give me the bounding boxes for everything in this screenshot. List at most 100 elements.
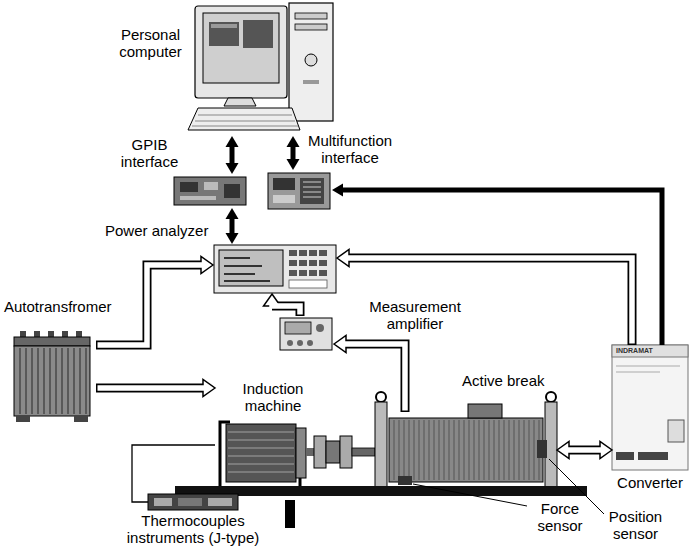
power-flow-arrow	[96, 380, 215, 397]
signal-arrow	[287, 136, 300, 170]
arrow-outline	[346, 344, 405, 412]
device-node: Personal computer	[195, 3, 335, 136]
multifunction-card	[303, 182, 321, 197]
active-brake-device	[546, 392, 556, 402]
power-analyzer-device	[299, 270, 307, 276]
autotransformer-device	[14, 331, 90, 422]
signal-arrow	[226, 136, 239, 174]
arrow-outline	[349, 258, 632, 345]
device-label: Multifunction interface	[300, 132, 400, 166]
multifunction-card	[300, 178, 324, 204]
computer-monitor	[211, 24, 237, 28]
active-brake-device	[375, 402, 387, 488]
gpib-card	[224, 184, 240, 198]
computer-keyboard	[188, 108, 300, 130]
leader-line	[413, 484, 527, 506]
active-brake-device	[468, 404, 502, 418]
active-brake-device	[394, 420, 539, 480]
power-analyzer-device	[289, 280, 327, 288]
arrow-fill	[344, 344, 405, 411]
computer-monitor	[203, 13, 279, 83]
measurement-amplifier-device	[316, 324, 324, 332]
gpib-card	[180, 182, 198, 192]
power-analyzer-device	[309, 260, 317, 266]
computer-monitor	[195, 6, 287, 106]
converter-cabinet	[638, 452, 668, 460]
computer-keyboard	[192, 115, 298, 126]
autotransformer-device	[20, 348, 86, 414]
device-label: Autotransfromer	[4, 298, 112, 315]
induction-machine-device	[228, 432, 294, 472]
gpib-card	[174, 177, 246, 205]
autotransformer-device	[14, 346, 90, 416]
induction-machine-device	[226, 424, 296, 482]
device-label: Thermocouples instruments (J-type)	[118, 512, 268, 546]
measurement-amplifier-device	[297, 340, 303, 346]
computer-tower	[295, 24, 327, 30]
arrow-shaft	[230, 146, 235, 164]
active-brake-device	[376, 392, 386, 402]
device-node: Active break	[375, 412, 557, 492]
computer-monitor	[195, 6, 287, 98]
computer-tower	[305, 54, 317, 66]
converter-cabinet	[612, 345, 688, 470]
computer-tower	[289, 3, 333, 121]
signal-arrow	[226, 208, 239, 244]
arrow-head	[226, 136, 239, 147]
autotransformer-device	[74, 416, 88, 422]
arrow-fill	[272, 304, 300, 315]
induction-machine-device	[296, 428, 306, 478]
signal-arrow	[332, 184, 662, 346]
thermocouple-board	[285, 500, 295, 528]
power-analyzer-device	[299, 250, 307, 256]
multifunction-card	[273, 195, 295, 203]
gpib-card	[204, 182, 218, 190]
converter-cabinet	[612, 345, 688, 357]
computer-monitor	[209, 22, 239, 46]
arrow-head	[287, 159, 300, 170]
device-node: Multifunction interface	[266, 170, 332, 212]
active-brake-device	[398, 476, 412, 485]
induction-machine-device	[220, 422, 300, 486]
power-analyzer-device	[289, 250, 297, 256]
arrow-head	[226, 208, 239, 219]
power-analyzer-device	[214, 245, 336, 293]
thermocouple-board	[178, 498, 202, 506]
power-flow-arrow	[557, 442, 612, 459]
power-flow-arrow	[337, 250, 632, 346]
measurement-amplifier-device	[307, 340, 313, 346]
gpib-card	[180, 196, 216, 200]
power-analyzer-device	[224, 258, 270, 281]
measurement-amplifier-device	[280, 318, 332, 350]
arrow-shaft	[230, 218, 235, 234]
computer-monitor	[243, 20, 273, 48]
gpib-card	[174, 177, 246, 205]
device-label: GPIB interface	[112, 136, 187, 170]
computer-tower	[295, 13, 327, 19]
arrow-fill	[98, 385, 206, 391]
induction-machine-device	[220, 422, 314, 486]
device-node: Converter	[612, 345, 688, 470]
arrow-head	[226, 163, 239, 174]
power-flow-arrow	[334, 336, 405, 413]
thermocouple-wire	[132, 445, 215, 502]
device-label: Induction machine	[234, 380, 312, 414]
measurement-amplifier-device	[285, 322, 311, 334]
power-analyzer-device	[309, 270, 317, 276]
arrow-head	[226, 233, 239, 244]
device-node: Measurement amplifier	[278, 316, 334, 352]
device-label: Power analyzer	[105, 222, 208, 239]
multifunction-card	[268, 173, 330, 209]
power-analyzer-device	[219, 250, 283, 286]
multifunction-card	[273, 178, 295, 190]
shaft-coupling	[326, 441, 340, 463]
converter-cabinet	[616, 452, 634, 460]
computer-monitor	[224, 98, 256, 106]
shaft-coupling	[314, 436, 326, 468]
thermocouple-wire	[132, 445, 215, 502]
arrow-head	[332, 184, 343, 197]
arrow-fill	[347, 258, 632, 344]
arrow-shaft	[291, 146, 296, 160]
